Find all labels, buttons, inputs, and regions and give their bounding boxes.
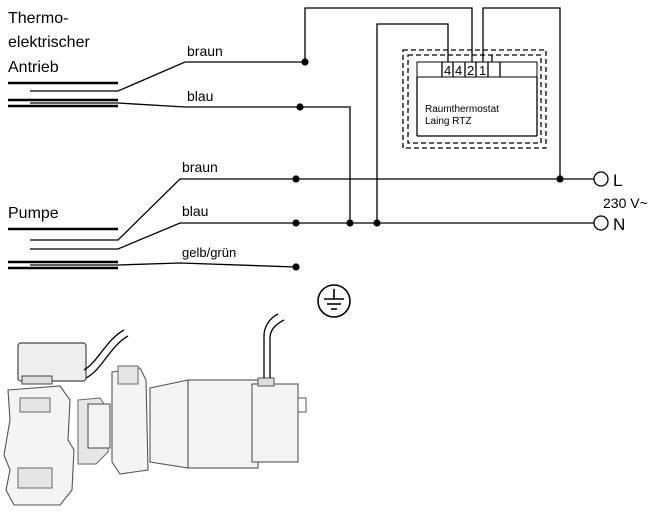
thermostat-terminal-4: 1 (479, 63, 486, 78)
pump-brown-label: braun (182, 159, 218, 175)
neutral-terminal (593, 215, 609, 231)
thermostat-name-line2: Laing RTZ (425, 116, 472, 127)
thermostat-terminal-3: 2 (467, 63, 474, 78)
pump-unit-illustration (3, 313, 307, 506)
actuator-label-line1: Thermo- (8, 10, 68, 27)
junction-line (556, 175, 564, 183)
actuator-brown-wire (30, 61, 305, 92)
wire-actuator-brown-to-terminal-4 (304, 7, 473, 62)
line-label: L (613, 171, 622, 190)
actuator-brown-label: braun (187, 43, 223, 59)
line-terminal (593, 171, 609, 187)
actuator-label-line2: elektrischer (8, 34, 90, 51)
actuator-blue-wire (30, 102, 300, 108)
thermostat-name-line1: Raumthermostat (425, 104, 499, 115)
pump-cable (8, 227, 118, 270)
junction-pump-brown (292, 175, 300, 183)
actuator-cable (8, 81, 118, 108)
junction-neutral-actuator (346, 219, 354, 227)
actuator-label-line3: Antrieb (8, 59, 59, 76)
pump-earth-label: gelb/grün (182, 245, 236, 260)
neutral-label: N (613, 215, 625, 234)
room-thermostat (402, 49, 547, 149)
wire-terminal-1-to-line (482, 7, 561, 179)
wire-terminal-4-to-neutral (376, 23, 449, 223)
thermostat-terminal-2: 4 (455, 63, 462, 78)
thermostat-terminal-1: 4 (444, 63, 451, 78)
pump-label: Pumpe (8, 205, 59, 222)
pump-brown-wire (30, 178, 595, 241)
pump-blue-label: blau (182, 203, 208, 219)
pump-earth-wire (30, 262, 297, 268)
junction-neutral-thermostat (373, 219, 381, 227)
actuator-blue-label: blau (187, 88, 213, 104)
wire-actuator-blue-to-neutral (300, 106, 351, 223)
pump-blue-wire (30, 222, 595, 250)
junction-pump-earth (292, 263, 300, 271)
voltage-label: 230 V~ (603, 195, 648, 211)
earth-ground-icon (317, 284, 351, 318)
junction-pump-blue (292, 219, 300, 227)
